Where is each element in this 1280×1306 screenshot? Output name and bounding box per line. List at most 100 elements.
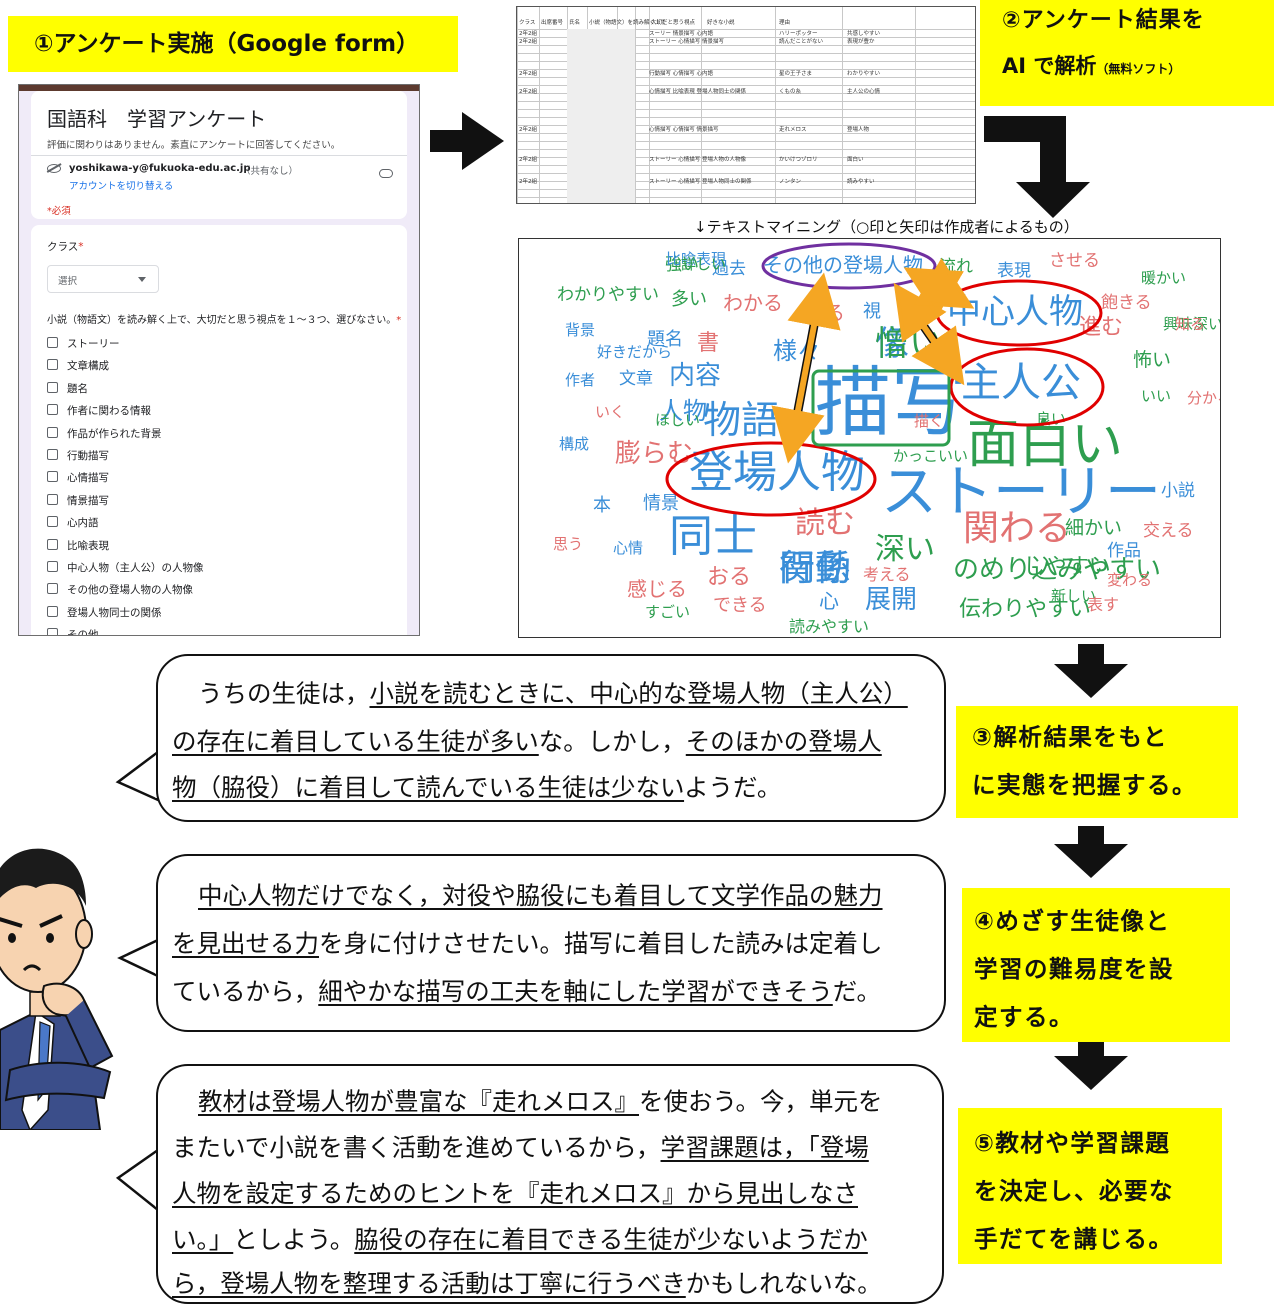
bubble2-line1: 中心人物だけでなく，対役や脇役にも着目して文学作品の魅力 (198, 881, 883, 910)
word-cloud-word: その他の登場人物 (763, 253, 923, 277)
option-checkbox[interactable] (47, 561, 58, 572)
sheet-gridline (701, 7, 702, 203)
bubble3-line5: ら，登場人物を整理する活動は丁寧に行うべきかもしれないな。 (172, 1269, 882, 1298)
word-cloud-word: 膨らむ (615, 439, 694, 469)
sheet-cell: 読んだことがない (779, 39, 824, 45)
option-checkbox[interactable] (47, 404, 58, 416)
step1-label: ①アンケート実施（Google form） (8, 16, 458, 72)
step2-label: ②アンケート結果を AI で解析（無料ソフト） (980, 0, 1274, 106)
bubble1-line1: うちの生徒は，小説を読むときに、中心的な登場人物（主人公） (198, 679, 908, 708)
text-mining-caption: ↓テキストマイニング（○印と矢印は作成者によるもの） (694, 218, 1079, 236)
step5-label: ⑤教材や学習課題 を決定し、必要な 手だてを講じる。 (958, 1108, 1222, 1264)
word-cloud-word: 深い (875, 532, 935, 567)
option-checkbox[interactable] (47, 605, 58, 617)
word-cloud-word: 関わる (963, 508, 1072, 549)
word-cloud-word: 好きだから (597, 343, 673, 361)
option-checkbox[interactable] (47, 449, 58, 460)
dropdown-arrow-icon (138, 277, 146, 282)
thinking-teacher-illustration (0, 848, 114, 1130)
step1-text: ①アンケート実施（Google form） (34, 31, 420, 57)
required-note: *必須 (47, 206, 71, 217)
word-cloud-word: 心 (819, 589, 839, 613)
bubble3-line4: い。」としよう。脇役の存在に着目できる生徒が少ないようだか (172, 1225, 868, 1254)
sheet-gridline (915, 7, 916, 203)
step2-line1: ②アンケート結果を (1002, 8, 1205, 33)
hidden-eye-icon (46, 163, 62, 173)
option-checkbox[interactable] (47, 583, 58, 595)
word-cloud-word: 興味深い (1163, 315, 1221, 333)
word-cloud-word: かっこいい (893, 447, 969, 465)
class-select[interactable]: 選択 (47, 265, 159, 293)
account-email: yoshikawa-y@fukuoka-edu.ac.jp (69, 163, 251, 174)
option-checkbox[interactable] (47, 516, 58, 528)
word-cloud-word: 流れ (939, 257, 973, 277)
sheet-gridline (517, 37, 975, 38)
switch-account-link[interactable]: アカウントを切り替える (69, 181, 174, 192)
step4-label: ④めざす生徒像と 学習の難易度を設 定する。 (962, 888, 1230, 1042)
option-checkbox[interactable] (47, 426, 58, 438)
word-cloud-word: 小説 (1161, 481, 1195, 501)
sheet-cell: 行動描写 心情描写 心内語 (649, 71, 713, 77)
option-checkbox[interactable] (47, 337, 58, 348)
sheet-gridline (517, 53, 975, 54)
word-cloud-word: 憎い (875, 324, 943, 364)
speech-bubble-3: 教材は登場人物が豊富な『走れメロス』を使おう。今，単元を またいで小説を書く活動… (156, 1064, 944, 1304)
select-placeholder: 選択 (58, 276, 78, 287)
sheet-gridline (517, 85, 975, 86)
form-subtitle: 評価に関わりはありません。素直にアンケートに回答してください。 (47, 140, 341, 151)
option-checkbox[interactable] (47, 359, 58, 371)
sheet-cell: 登場人物 (847, 127, 870, 133)
word-cloud-word: 過去 (712, 259, 746, 279)
sheet-gridline (517, 125, 975, 126)
option-checkbox[interactable] (47, 471, 58, 483)
word-cloud-word: 内容 (669, 361, 722, 391)
word-cloud-word: させる (1049, 251, 1100, 271)
word-cloud-word: 分かる (1187, 389, 1220, 407)
word-cloud-word: 飽きる (1101, 293, 1152, 313)
word-cloud-word: 細かい (1065, 517, 1123, 539)
word-cloud-word: 面白い (967, 415, 1124, 475)
word-cloud-word: 物語 (703, 398, 780, 442)
sheet-header-cell: 出席番号 (541, 20, 564, 26)
sheet-gridline (517, 173, 975, 174)
sheet-cell: 2年2組 (519, 39, 537, 45)
option-label: 作者に関わる情報 (67, 405, 151, 418)
sheet-cell: 心情描写 比喩表現 登場人物同士の関係 (649, 89, 746, 95)
word-cloud-word: 表現 (997, 261, 1031, 281)
word-cloud-word: 暖かい (1141, 269, 1187, 287)
option-checkbox[interactable] (47, 538, 58, 550)
sheet-gridline (517, 101, 975, 102)
sheet-header-cell: クラス (519, 20, 536, 26)
word-cloud-word: る (825, 301, 845, 325)
option-label: 心内語 (67, 517, 99, 530)
sheet-gridline (517, 117, 975, 118)
sheet-cell: ストーリー 心情描写 登場人物同士の関係 (649, 179, 752, 185)
word-cloud-word: 文章 (619, 369, 653, 389)
form-title: 国語科 学習アンケート (47, 107, 267, 131)
word-cloud-word: 行動 (779, 548, 852, 589)
sheet-gridline (517, 189, 975, 190)
word-cloud-word: 強い (665, 255, 699, 275)
word-cloud-word: 作者 (565, 371, 596, 389)
option-checkbox[interactable] (47, 628, 58, 635)
word-cloud-word: 作品 (1107, 541, 1141, 561)
option-checkbox[interactable] (47, 493, 58, 505)
option-checkbox[interactable] (47, 381, 58, 393)
word-cloud-word: 中心人物 (947, 292, 1083, 332)
bubble3-line2: またいで小説を書く活動を進めているから，学習課題は，「登場 (172, 1133, 869, 1162)
step3-line2: に実態を把握する。 (972, 771, 1197, 799)
form-title-card: 国語科 学習アンケート 評価に関わりはありません。素直にアンケートに回答してくだ… (31, 91, 407, 219)
sheet-gridline (517, 45, 975, 46)
sheet-gridline (517, 93, 975, 94)
option-label: 文章構成 (67, 360, 109, 373)
step3-line1: ③解析結果をもと (972, 723, 1168, 751)
step3-label: ③解析結果をもと に実態を把握する。 (956, 706, 1238, 818)
word-cloud-word: 交える (1143, 521, 1194, 541)
class-label: クラス* (47, 241, 84, 253)
sheet-gridline (517, 197, 975, 198)
word-cloud-word: 進む (1079, 315, 1124, 340)
word-cloud-word: 詳しい (681, 255, 727, 273)
sheet-cell: ノンタン (779, 179, 802, 185)
word-cloud-word: 伝わりやすい (959, 597, 1092, 622)
